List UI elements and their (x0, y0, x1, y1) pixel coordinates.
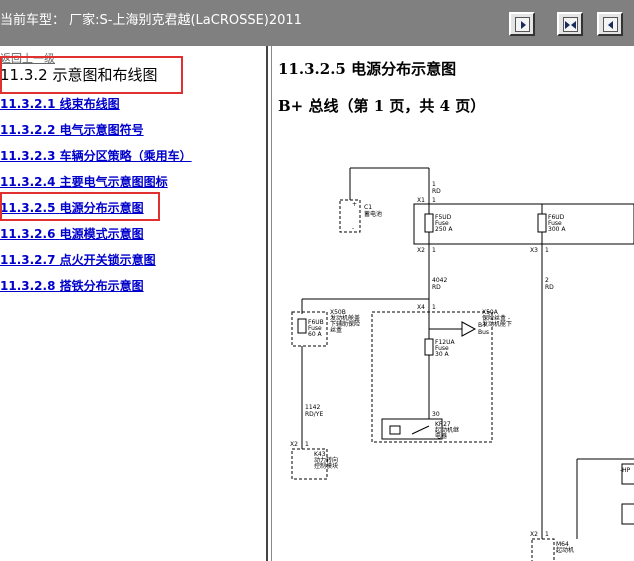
conn-x1-pin: 1 (432, 197, 436, 204)
toc-link-11-3-2-3[interactable]: 11.3.2.3 车辆分区策略（乘用车） (0, 147, 192, 164)
highlight-box-section (0, 56, 183, 94)
battery-label: C1 (364, 204, 372, 211)
conn-x2: X2 (417, 247, 425, 254)
toc-pane: 返回上一级 11.3.2 示意图和布线图 11.3.2.1 线束布线图 11.3… (0, 46, 266, 561)
kr27-label: KR27 (435, 421, 451, 428)
wire-4042: 4042 (432, 277, 447, 284)
kr27-desc-2: 电器 (435, 432, 447, 440)
toc-link-number: 11.3.2.7 (0, 253, 56, 267)
vehicle-label: 当前车型： 厂家:S-上海别克君越(LaCROSSE)2011 (0, 13, 302, 28)
back-link[interactable]: 返回上一级 (0, 52, 55, 65)
fuse-f6ub: F6UB (308, 319, 324, 326)
conn-x2-pin: 1 (432, 247, 436, 254)
x50b-label: X50B (330, 309, 346, 316)
toc-link-number: 11.3.2.6 (0, 227, 56, 241)
conn-x2b: X2 (290, 441, 298, 448)
k43-desc-2: 控制模块 (314, 462, 338, 470)
toc-link-number: 11.3.2.3 (0, 149, 56, 163)
wire-1: 1 (432, 181, 436, 188)
wire-1142: 1142 (305, 404, 320, 411)
fuse-f6ub-rating: 60 A (308, 331, 323, 338)
conn-x2c: X2 (530, 531, 538, 538)
toc-link-11-3-2-6[interactable]: 11.3.2.6 电源模式示意图 (0, 225, 144, 242)
top-bar: 当前车型： 厂家:S-上海别克君越(LaCROSSE)2011 (0, 0, 634, 46)
toc-link-number: 11.3.2.4 (0, 175, 56, 189)
toc-link-number: 11.3.2.5 (0, 201, 56, 215)
fuse-f6ud-rating: 300 A (548, 226, 566, 233)
pin-30: 30 (432, 411, 440, 418)
bplus-label: B+ (478, 322, 487, 329)
conn-x4: X4 (417, 304, 425, 311)
fuse-f6ud-type: Fuse (548, 220, 562, 227)
fit-page-button[interactable] (557, 12, 583, 36)
arrow-right-icon (515, 17, 530, 32)
bus-label: Bus (478, 329, 489, 336)
battery-plus: + (352, 201, 357, 208)
conn-x2c-pin: 1 (545, 531, 549, 538)
conn-x3-pin: 1 (545, 247, 549, 254)
previous-page-button[interactable] (597, 12, 623, 36)
fuse-f6ud: F6UD (548, 214, 565, 221)
page-subtitle: B+ 总线（第 1 页，共 4 页） (278, 97, 486, 115)
conn-x4-pin: 1 (432, 304, 436, 311)
conn-x2b-pin: 1 (305, 441, 309, 448)
toc-link-text: 主要电气示意图图标 (59, 175, 168, 189)
battery-name: 蓄电池 (364, 210, 382, 218)
highlight-box-link (0, 192, 160, 221)
toc-link-text: 电源模式示意图 (59, 227, 144, 241)
pane-splitter[interactable] (266, 46, 272, 561)
content-pane: 11.3.2.5 电源分布示意图 B+ 总线（第 1 页，共 4 页） (272, 46, 634, 561)
fuse-f12ua-rating: 30 A (435, 351, 450, 358)
power-distribution-diagram: C1 蓄电池 + - 1 RD X1 1 F5UD Fuse 250 A F6U… (290, 167, 634, 561)
wire-2-color: RD (545, 284, 554, 291)
fuse-f5ud-type: Fuse (435, 220, 449, 227)
toc-link-11-3-2-1[interactable]: 11.3.2.1 线束布线图 (0, 95, 120, 112)
k43-label: K43 (314, 451, 326, 458)
m64-label: M64 (556, 541, 569, 548)
x50a-desc-2: 发动机舱下 (482, 320, 512, 328)
arrow-left-icon (603, 17, 618, 32)
toc-link-text: 搭铁分布示意图 (59, 279, 144, 293)
section-title: 11.3.2 示意图和布线图 (0, 66, 158, 84)
fuse-f5ud-rating: 250 A (435, 226, 453, 233)
wire-1-color: RD (432, 188, 441, 195)
page-title: 11.3.2.5 电源分布示意图 (278, 60, 457, 78)
x50b-desc-2: 下辅助保险 (330, 320, 360, 328)
toc-link-text: 点火开关锁示意图 (59, 253, 156, 267)
fuse-f12ua: F12UA (435, 339, 455, 346)
next-page-button[interactable] (509, 12, 535, 36)
toc-link-number: 11.3.2.8 (0, 279, 56, 293)
toc-link-11-3-2-7[interactable]: 11.3.2.7 点火开关锁示意图 (0, 251, 156, 268)
kr27-desc-1: 起动机继 (435, 426, 459, 434)
toc-link-text: 车辆分区策略（乘用车） (59, 149, 192, 163)
toc-link-11-3-2-2[interactable]: 11.3.2.2 电气示意图符号 (0, 121, 144, 138)
x50a-desc-1: 保险丝盒 - (482, 314, 510, 322)
fuse-f12ua-type: Fuse (435, 345, 449, 352)
battery-minus: - (352, 225, 354, 232)
toc-link-text: 线束布线图 (59, 97, 120, 111)
fuse-f6ub-type: Fuse (308, 325, 322, 332)
toc-link-number: 11.3.2.2 (0, 123, 56, 137)
toc-link-text: 电源分布示意图 (59, 201, 144, 215)
fuse-f5ud: F5UD (435, 214, 452, 221)
conn-x1: X1 (417, 197, 425, 204)
arrows-inward-icon (563, 17, 578, 32)
toc-link-number: 11.3.2.1 (0, 97, 56, 111)
x50b-desc-1: 发动机舱盖 (330, 314, 360, 322)
wire-2: 2 (545, 277, 549, 284)
toc-link-text: 电气示意图符号 (59, 123, 144, 137)
wire-4042-color: RD (432, 284, 441, 291)
conn-x3: X3 (530, 247, 538, 254)
hp-label: -HP (620, 467, 631, 474)
x50a-label: X50A (482, 309, 499, 316)
toc-link-11-3-2-5[interactable]: 11.3.2.5 电源分布示意图 (0, 199, 144, 216)
m64-desc: 起动机 (556, 546, 574, 554)
k43-desc-1: 动力转向 (314, 456, 338, 464)
toc-link-11-3-2-8[interactable]: 11.3.2.8 搭铁分布示意图 (0, 277, 144, 294)
x50b-desc-3: 丝盒 (330, 326, 342, 334)
wire-1142-color: RD/YE (305, 411, 323, 418)
toc-link-11-3-2-4[interactable]: 11.3.2.4 主要电气示意图图标 (0, 173, 168, 190)
